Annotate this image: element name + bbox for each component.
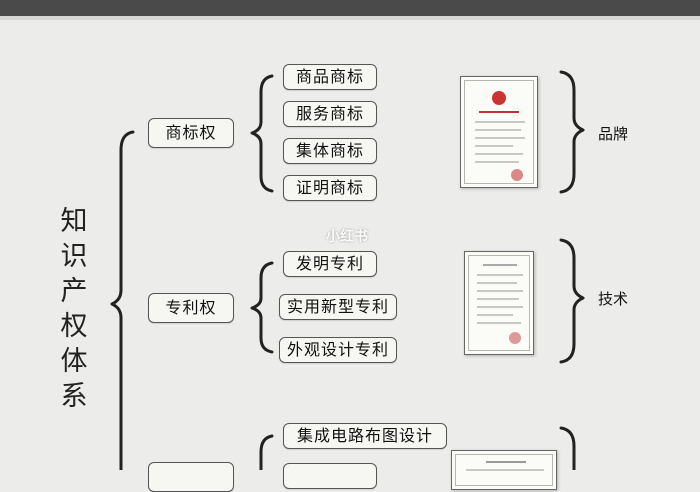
- ic-layout-design-node: 集成电路布图设计: [283, 423, 447, 449]
- root-title-char: 体: [60, 346, 88, 377]
- service-trademark-node: 服务商标: [283, 101, 377, 127]
- third-category-node: [148, 462, 234, 492]
- top-bar-edge: [0, 16, 700, 20]
- root-title: 知 识 产 权 体 系: [58, 204, 90, 414]
- root-bracket: [110, 130, 135, 470]
- root-title-char: 识: [60, 241, 88, 272]
- watermark: 小红书: [326, 229, 368, 245]
- top-bar: [0, 0, 700, 16]
- brand-label: 品牌: [598, 125, 629, 143]
- layout-design-bracket: [259, 434, 274, 470]
- goods-trademark-node: 商品商标: [283, 64, 377, 90]
- patent-bracket: [250, 261, 274, 354]
- ic-second-node: [283, 463, 377, 489]
- tech-label: 技术: [598, 290, 629, 308]
- third-bracket: [559, 426, 576, 470]
- root-title-char: 知: [60, 206, 88, 237]
- trademark-right-node: 商标权: [148, 118, 234, 148]
- patent-right-node: 专利权: [148, 293, 234, 323]
- trademark-certificate-image: [460, 76, 538, 188]
- collective-trademark-node: 集体商标: [283, 138, 377, 164]
- certification-trademark-node: 证明商标: [283, 175, 377, 201]
- tech-bracket: [559, 238, 585, 364]
- invention-patent-node: 发明专利: [283, 251, 377, 277]
- patent-certificate-image: [464, 251, 534, 355]
- root-title-char: 权: [60, 311, 88, 342]
- trademark-bracket: [250, 74, 274, 193]
- root-title-char: 系: [60, 381, 88, 412]
- layout-design-certificate-image: [451, 450, 557, 490]
- brand-bracket: [559, 70, 585, 194]
- root-title-char: 产: [60, 276, 88, 307]
- connector-lines: [110, 70, 585, 470]
- utility-model-patent-node: 实用新型专利: [279, 294, 397, 320]
- design-patent-node: 外观设计专利: [279, 337, 397, 363]
